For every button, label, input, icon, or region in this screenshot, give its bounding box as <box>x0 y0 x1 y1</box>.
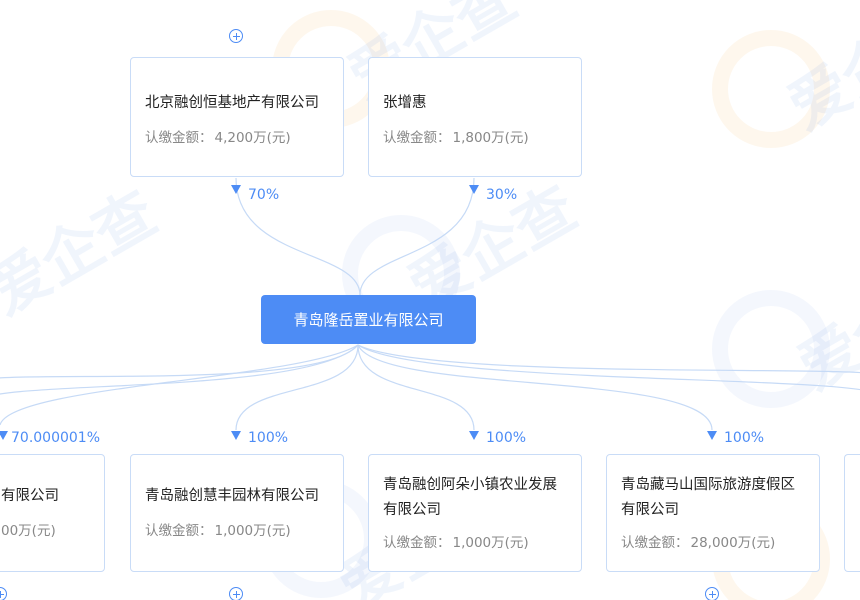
investment-name-line2: 有限公司 <box>383 502 441 518</box>
link-investment-5 <box>357 344 860 374</box>
investment-node[interactable]: 青岛融创阿朵小镇农业发展 有限公司 认缴金额：1,000万(元) <box>368 454 582 572</box>
link-investment-0b <box>0 344 359 395</box>
link-investment-4 <box>357 344 860 391</box>
investment-name-line2: 有限公司 <box>621 502 679 518</box>
arrow-down-icon <box>231 431 241 440</box>
expand-plus-icon[interactable] <box>0 587 7 600</box>
amount-label: 认缴金额： <box>621 535 689 551</box>
amount-value: 28,000万(元) <box>690 535 776 551</box>
investment-name: 青岛融创慧丰园林有限公司 <box>145 488 319 504</box>
amount-value: 1,800万(元) <box>452 130 529 146</box>
shareholder-amount: 认缴金额：4,200万(元) <box>145 126 329 146</box>
investment-amount: 00万(元) <box>1 523 56 539</box>
arrow-down-icon <box>469 431 479 440</box>
investment-name: 有限公司 <box>1 488 59 504</box>
investment-amount: 认缴金额：1,000万(元) <box>383 531 567 551</box>
link-shareholder-1 <box>235 177 361 296</box>
shareholder-name: 张增惠 <box>383 95 427 111</box>
arrow-down-icon <box>0 431 8 440</box>
investment-name-line1: 青岛藏马山国际旅游度假区 <box>621 477 795 493</box>
investment-node[interactable]: 有限公司 00万(元) <box>0 454 105 572</box>
link-investment-0 <box>0 344 359 426</box>
shareholder-node[interactable]: 张增惠 认缴金额：1,800万(元) <box>368 57 582 177</box>
shareholder-amount: 认缴金额：1,800万(元) <box>383 126 567 146</box>
link-investment-2 <box>357 344 475 431</box>
link-investment-1 <box>235 344 359 431</box>
amount-label: 认缴金额： <box>145 523 213 539</box>
link-shareholder-2 <box>359 177 475 296</box>
amount-label: 认缴金额： <box>145 130 213 146</box>
arrow-down-icon <box>231 185 241 194</box>
investment-node[interactable]: 青岛藏马山国际旅游度假区 有限公司 认缴金额：28,000万(元) <box>606 454 820 572</box>
amount-label: 认缴金额： <box>383 130 451 146</box>
expand-plus-icon[interactable] <box>229 29 243 43</box>
arrow-down-icon <box>469 185 479 194</box>
amount-value: 4,200万(元) <box>214 130 291 146</box>
center-company-node[interactable]: 青岛隆岳置业有限公司 <box>261 295 476 344</box>
expand-plus-icon[interactable] <box>229 587 243 600</box>
link-investment-3 <box>357 344 713 431</box>
investment-percent: 70.000001% <box>11 430 101 446</box>
arrow-down-icon <box>707 431 717 440</box>
investment-amount: 认缴金额：1,000万(元) <box>145 519 329 539</box>
amount-value: 1,000万(元) <box>214 523 291 539</box>
investment-percent: 100% <box>724 430 765 446</box>
investment-name-line1: 青岛融创阿朵小镇农业发展 <box>383 477 557 493</box>
shareholder-node[interactable]: 北京融创恒基地产有限公司 认缴金额：4,200万(元) <box>130 57 344 177</box>
expand-plus-icon[interactable] <box>705 587 719 600</box>
shareholder-percent: 30% <box>486 187 518 203</box>
investment-amount: 认缴金额：28,000万(元) <box>621 531 805 551</box>
investment-percent: 100% <box>486 430 527 446</box>
investment-percent: 100% <box>248 430 289 446</box>
amount-value: 1,000万(元) <box>452 535 529 551</box>
investment-node-partial[interactable] <box>844 454 860 572</box>
shareholder-percent: 70% <box>248 187 280 203</box>
amount-label: 认缴金额： <box>383 535 451 551</box>
investment-node[interactable]: 青岛融创慧丰园林有限公司 认缴金额：1,000万(元) <box>130 454 344 572</box>
shareholder-name: 北京融创恒基地产有限公司 <box>145 95 319 111</box>
